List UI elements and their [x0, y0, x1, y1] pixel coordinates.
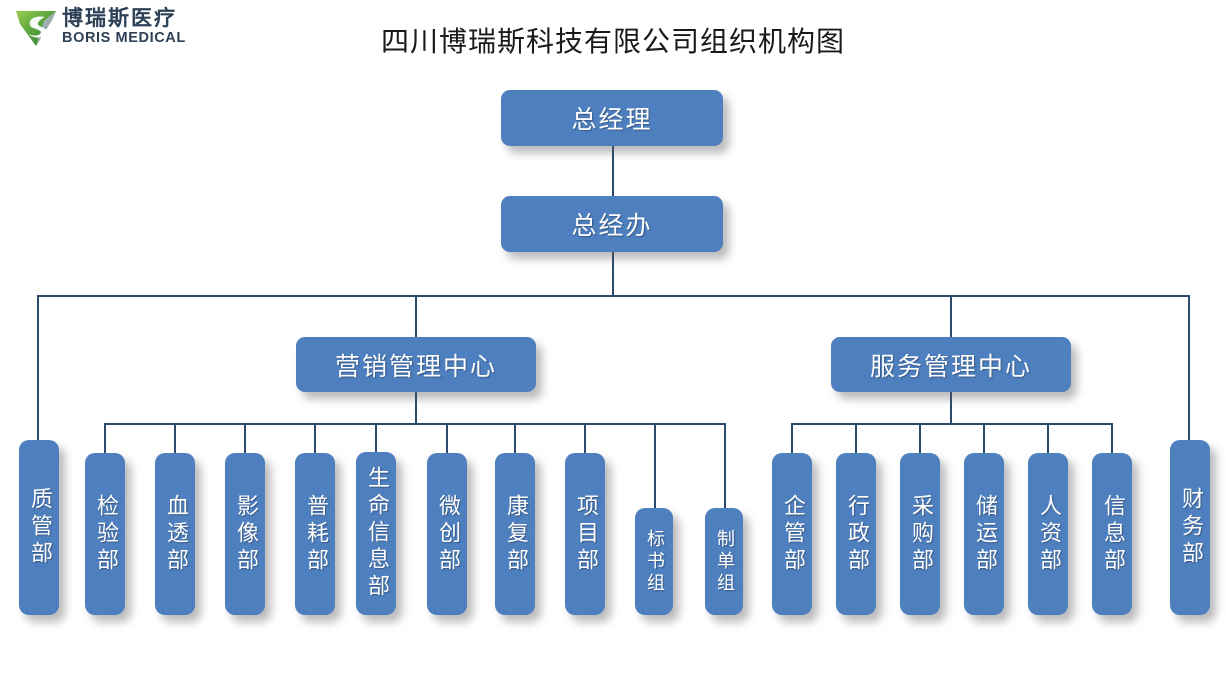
node-dept-hemodialysis[interactable]: 血透部 — [155, 453, 195, 615]
node-group-order-making-label: 制单组 — [714, 528, 735, 595]
connector-drop-marketing-3 — [244, 423, 246, 453]
node-dept-rehabilitation[interactable]: 康复部 — [495, 453, 535, 615]
node-marketing-center[interactable]: 营销管理中心 — [296, 337, 536, 392]
node-dept-life-information-label: 生命信息部 — [364, 466, 389, 601]
connector-drop-marketing-6 — [446, 423, 448, 453]
connector-drop-marketing-10 — [724, 423, 726, 509]
node-dept-human-resources[interactable]: 人资部 — [1028, 453, 1068, 615]
connector-drop-marketing-2 — [174, 423, 176, 453]
node-general-manager-label: 总经理 — [571, 105, 653, 134]
connector-bus-to-finance-dept — [1188, 295, 1190, 440]
connector-bus-to-service-center — [950, 295, 952, 337]
connector-main-bus — [37, 295, 1189, 297]
node-service-center[interactable]: 服务管理中心 — [831, 337, 1071, 392]
connector-drop-service-3 — [919, 423, 921, 453]
connector-gmoffice-down — [612, 252, 614, 296]
node-service-center-label: 服务管理中心 — [869, 351, 1032, 381]
connector-service-sub-bus — [791, 423, 1111, 425]
node-dept-enterprise-management[interactable]: 企管部 — [772, 453, 812, 615]
node-dept-administration-label: 行政部 — [844, 493, 869, 575]
node-group-bidding-label: 标书组 — [644, 528, 665, 595]
connector-drop-marketing-7 — [514, 423, 516, 453]
node-dept-inspection-label: 检验部 — [93, 493, 118, 575]
node-group-bidding[interactable]: 标书组 — [635, 508, 673, 615]
connector-service-center-down — [950, 392, 952, 424]
node-dept-consumables[interactable]: 普耗部 — [295, 453, 335, 615]
node-dept-rehabilitation-label: 康复部 — [503, 493, 528, 575]
node-dept-warehouse-logistics[interactable]: 储运部 — [964, 453, 1004, 615]
node-dept-purchasing-label: 采购部 — [908, 493, 933, 575]
node-dept-minimally-invasive[interactable]: 微创部 — [427, 453, 467, 615]
node-dept-information-label: 信息部 — [1100, 493, 1125, 575]
node-dept-human-resources-label: 人资部 — [1036, 493, 1061, 575]
connector-drop-service-2 — [855, 423, 857, 453]
node-marketing-center-label: 营销管理中心 — [334, 351, 497, 381]
node-dept-administration[interactable]: 行政部 — [836, 453, 876, 615]
logo-english-name: BORIS MEDICAL — [62, 30, 186, 46]
page-title: 四川博瑞斯科技有限公司组织机构图 — [380, 25, 845, 58]
node-dept-finance[interactable]: 财务部 — [1170, 440, 1210, 615]
node-dept-imaging-label: 影像部 — [233, 493, 258, 575]
connector-marketing-sub-bus — [104, 423, 724, 425]
node-general-manager[interactable]: 总经理 — [501, 90, 723, 146]
node-dept-enterprise-management-label: 企管部 — [780, 493, 805, 575]
node-gm-office[interactable]: 总经办 — [501, 196, 723, 252]
connector-drop-marketing-8 — [584, 423, 586, 453]
connector-gm-to-gmoffice — [612, 145, 614, 196]
logo-chinese-name: 博瑞斯医疗 — [62, 6, 177, 30]
connector-drop-service-6 — [1111, 423, 1113, 453]
node-dept-quality[interactable]: 质管部 — [19, 440, 59, 615]
connector-marketing-center-down — [415, 392, 417, 424]
node-dept-quality-label: 质管部 — [27, 487, 52, 568]
node-dept-consumables-label: 普耗部 — [303, 493, 328, 575]
node-dept-information[interactable]: 信息部 — [1092, 453, 1132, 615]
node-group-order-making[interactable]: 制单组 — [705, 508, 743, 615]
node-dept-project-label: 项目部 — [573, 493, 598, 575]
connector-drop-marketing-1 — [104, 423, 106, 453]
node-dept-warehouse-logistics-label: 储运部 — [972, 493, 997, 575]
node-dept-finance-label: 财务部 — [1178, 487, 1203, 568]
company-logo: 博瑞斯医疗 BORIS MEDICAL — [14, 6, 214, 51]
node-dept-life-information[interactable]: 生命信息部 — [356, 452, 396, 615]
connector-bus-to-marketing-center — [415, 295, 417, 337]
node-dept-inspection[interactable]: 检验部 — [85, 453, 125, 615]
logo-text: 博瑞斯医疗 BORIS MEDICAL — [62, 6, 212, 50]
connector-drop-marketing-5 — [375, 423, 377, 453]
node-dept-imaging[interactable]: 影像部 — [225, 453, 265, 615]
connector-drop-marketing-9 — [654, 423, 656, 509]
connector-drop-service-4 — [983, 423, 985, 453]
boris-medical-logo-mark-icon — [14, 8, 58, 48]
node-dept-minimally-invasive-label: 微创部 — [435, 493, 460, 575]
connector-drop-marketing-4 — [314, 423, 316, 453]
node-dept-project[interactable]: 项目部 — [565, 453, 605, 615]
node-dept-purchasing[interactable]: 采购部 — [900, 453, 940, 615]
node-dept-hemodialysis-label: 血透部 — [163, 493, 188, 575]
connector-drop-service-1 — [791, 423, 793, 453]
node-gm-office-label: 总经办 — [571, 211, 653, 240]
connector-bus-to-quality-dept — [37, 295, 39, 440]
connector-drop-service-5 — [1047, 423, 1049, 453]
